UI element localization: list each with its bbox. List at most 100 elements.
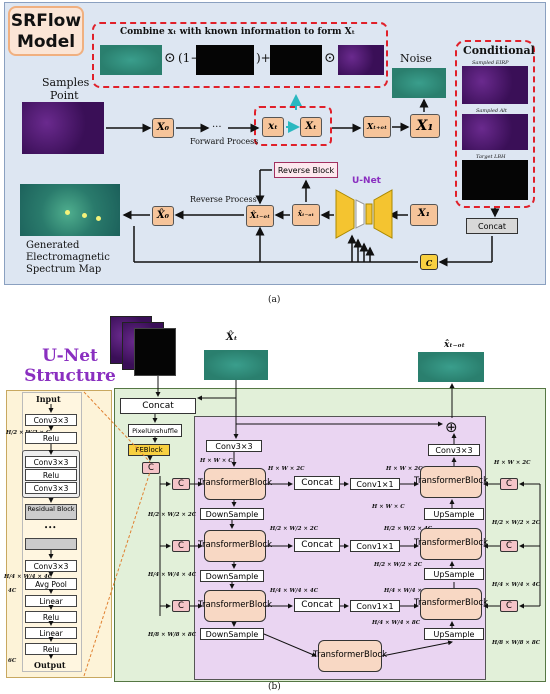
noise-label: Noise [400, 52, 432, 65]
side-gray-bar [25, 538, 77, 550]
tb-r1-text2: Block [465, 476, 489, 487]
dim-quarter-4c-r: H/4 × W/4 × 4C [492, 582, 541, 588]
unet-title-line1: U-Net [42, 346, 98, 366]
pixel-unshuffle: PixelUnshuffle [128, 424, 182, 437]
title-line2: Model [16, 32, 76, 52]
generated-label-1: Generated [26, 240, 80, 251]
tb-l1-text2: Block [249, 478, 273, 489]
dim-half-2c-l: H/2 × W/2 × 2C [148, 512, 197, 518]
map-teal-1 [100, 45, 162, 75]
side-conv-1: Conv3×3 [25, 414, 77, 426]
tb-r2-text: Transformer [414, 538, 466, 549]
reverse-block: Reverse Block [274, 162, 338, 178]
tb-l2-text2: Block [249, 540, 273, 551]
c-left-2: C [172, 540, 190, 552]
concat-box-a: Concat [466, 218, 518, 234]
eirp-image [462, 66, 528, 104]
combine-box [92, 22, 388, 88]
dim-half-2c-m: H/2 × W/2 × 2C [270, 526, 319, 532]
side-dim-quarter-4c: H/4 × W/4 × 4C [4, 574, 53, 580]
tb-l3-text: Transformer [198, 600, 250, 611]
upsample-3: UpSample [424, 628, 484, 640]
side-conv-3: Conv3×3 [25, 482, 77, 494]
sampled-alt-label: Sampled Alt [476, 108, 507, 114]
dim-hwc-1: H × W × C [200, 458, 233, 464]
tb-r2-text2: Block [465, 538, 489, 549]
reverse-process-label: Reverse Process [190, 195, 257, 204]
panel-b-arrows [48, 376, 541, 677]
side-conv-4: Conv3×3 [25, 560, 77, 572]
unet-title: U-Net Structure [18, 346, 122, 386]
c-left-3: C [172, 600, 190, 612]
conv1x1-row1: Conv1×1 [350, 478, 400, 490]
xtmdt-hat-label: x̂ₜ₋ₒₜ [444, 340, 465, 350]
tb-r3-text2: Block [465, 598, 489, 609]
odot-2: ⊙ [324, 50, 336, 66]
close-plus: )+ [256, 51, 271, 65]
plus-symbol: ⊕ [445, 418, 458, 436]
conditional-box [455, 40, 535, 208]
side-conv-2: Conv3×3 [25, 456, 77, 468]
mask-black-2 [270, 45, 322, 75]
x1-right-node: X₁ [410, 204, 438, 226]
x1-node: X₁ [410, 114, 440, 138]
dim-eighth-8c-l: H/8 × W/8 × 8C [148, 632, 197, 638]
caption-a: (a) [268, 295, 281, 305]
dim-eighth-8c-r: H/8 × W/8 × 8C [492, 640, 541, 646]
downsample-2: DownSample [200, 570, 264, 582]
combine-text: Combine xₜ with known information to for… [120, 27, 355, 37]
one-minus: (1− [178, 51, 201, 65]
tb-r3-text: Transformer [414, 598, 466, 609]
tb-bottom-text2: Block [364, 650, 388, 661]
dim-quarter-4c-l: H/4 × W/4 × 4C [148, 572, 197, 578]
xt-hat-image [204, 350, 268, 380]
dim-quarter-4c-m2: H/4 × W/4 × 4C [384, 588, 433, 594]
x0-hat-node: X̂₀ [152, 206, 174, 226]
conv3x3-top: Conv3×3 [206, 440, 262, 452]
forward-dots: ... [212, 119, 222, 130]
feblock: FEBlock [128, 444, 170, 456]
downsample-1: DownSample [200, 508, 264, 520]
alt-image [462, 114, 528, 150]
conv3x3-top-right: Conv3×3 [428, 444, 480, 456]
c-right-2: C [500, 540, 518, 552]
concat-row1: Concat [294, 476, 340, 490]
side-dots: ••• [44, 524, 57, 532]
x0-node: X₀ [152, 118, 174, 138]
tb-l1-text: Transformer [198, 478, 250, 489]
tb-l2-text: Transformer [198, 540, 250, 551]
unet-title-line2: Structure [24, 366, 116, 386]
panel-a-arrows [106, 94, 500, 267]
xtmdt-small-node: x̂ₜ₋ₒₜ [292, 204, 320, 226]
xtmdt-hat-image [418, 352, 484, 382]
unet-label: U-Net [352, 176, 381, 186]
dim-quarter-4c-m: H/4 × W/4 × 4C [270, 588, 319, 594]
dim-half-2c-r: H/2 × W/2 × 2C [492, 520, 541, 526]
title-line1: SRFlow [10, 11, 82, 31]
side-residual: Residual Block [25, 504, 77, 520]
dim-half-4c: H/2 × W/2 × 4C [384, 526, 433, 532]
xtdt-node: Xₜ₊ₒₜ [363, 116, 391, 138]
target-lbh-label: Target LBH [476, 154, 506, 160]
xt-node: Xₜ [300, 117, 322, 137]
tb-l3-text2: Block [249, 600, 273, 611]
mask-black-1 [196, 45, 254, 75]
srflow-title: SRFlow Model [8, 6, 84, 56]
dim-half-2c-low: H/2 × W/2 × 2C [374, 562, 423, 568]
c-box-b-top: C [142, 462, 160, 474]
conv1x1-row2: Conv1×1 [350, 540, 400, 552]
side-relu-1: Relu [25, 432, 77, 444]
lbh-image [462, 160, 528, 200]
xt-small-node: xₜ [262, 117, 284, 137]
odot-1: ⊙ [164, 50, 176, 66]
conditional-label: Conditional [463, 44, 535, 57]
concat-row3: Concat [294, 598, 340, 612]
c-box-a: C [420, 254, 438, 270]
samples-label-2: Point [50, 89, 79, 102]
